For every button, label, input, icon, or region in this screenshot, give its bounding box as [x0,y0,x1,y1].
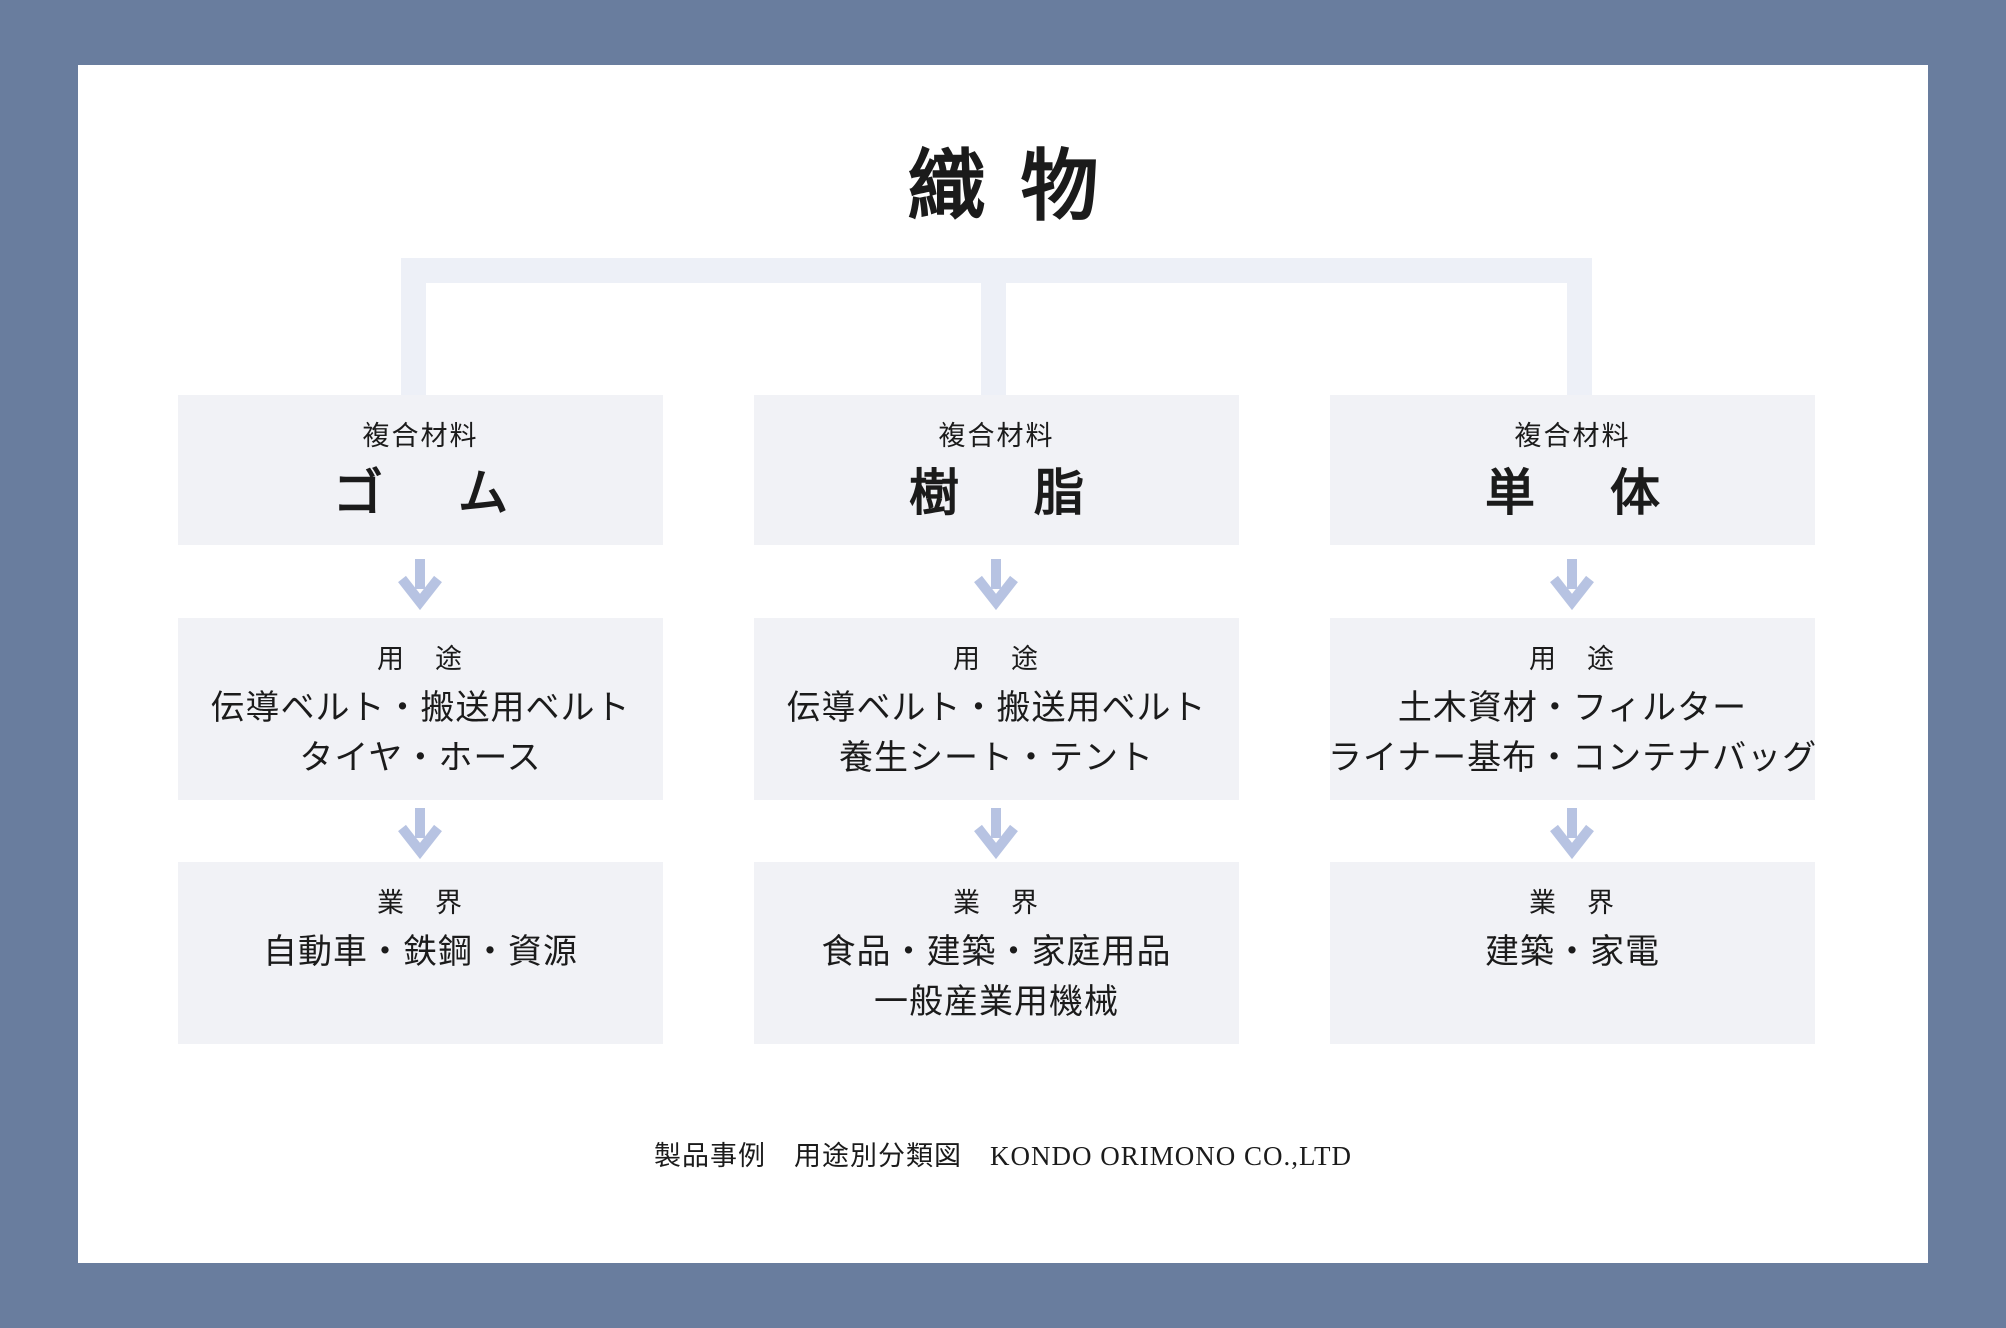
down-arrow-icon [1547,805,1597,859]
material-sublabel: 複合材料 [938,421,1055,451]
industry-line: 自動車・鉄鋼・資源 [263,934,578,971]
industry-label: 業 界 [1529,888,1616,918]
usage-label: 用 途 [1529,644,1616,674]
diagram-title: 織物 [907,143,1134,230]
diagram-card: 織物 複合材料 ゴ ム 用 途 伝導ベルト・搬送用ベルト タイヤ・ホース 業 界… [78,65,1928,1263]
usage-line: タイヤ・ホース [299,740,542,777]
industry-line: 一般産業用機械 [874,984,1119,1021]
usage-line: 伝導ベルト・搬送用ベルト [786,690,1207,727]
material-box-resin: 複合材料 樹 脂 [754,395,1239,545]
usage-box-rubber: 用 途 伝導ベルト・搬送用ベルト タイヤ・ホース [178,618,663,800]
material-box-rubber: 複合材料 ゴ ム [178,395,663,545]
industry-line: 建築・家電 [1485,934,1660,971]
industry-box-rubber: 業 界 自動車・鉄鋼・資源 [178,862,663,1044]
down-arrow-icon [1547,556,1597,610]
down-arrow-icon [971,556,1021,610]
material-box-single: 複合材料 単 体 [1330,395,1815,545]
usage-line: ライナー基布・コンテナバッグ [1327,740,1818,777]
material-name: ゴ ム [333,465,521,521]
connector-drop-left [401,258,426,395]
connector-drop-right [1567,258,1592,395]
footer-caption: 製品事例 用途別分類図 KONDO ORIMONO CO.,LTD [653,1141,1352,1171]
industry-label: 業 界 [953,888,1040,918]
industry-line: 食品・建築・家庭用品 [821,934,1172,971]
industry-box-resin: 業 界 食品・建築・家庭用品 一般産業用機械 [754,862,1239,1044]
industry-box-single: 業 界 建築・家電 [1330,862,1815,1044]
usage-line: 養生シート・テント [839,740,1154,777]
material-name: 単 体 [1485,465,1673,521]
usage-line: 伝導ベルト・搬送用ベルト [210,690,631,727]
usage-box-resin: 用 途 伝導ベルト・搬送用ベルト 養生シート・テント [754,618,1239,800]
material-sublabel: 複合材料 [1514,421,1631,451]
usage-label: 用 途 [953,644,1040,674]
industry-label: 業 界 [377,888,464,918]
usage-label: 用 途 [377,644,464,674]
material-name: 樹 脂 [909,465,1097,521]
down-arrow-icon [971,805,1021,859]
material-sublabel: 複合材料 [362,421,479,451]
down-arrow-icon [395,805,445,859]
connector-drop-middle [981,258,1006,395]
down-arrow-icon [395,556,445,610]
usage-box-single: 用 途 土木資材・フィルター ライナー基布・コンテナバッグ [1327,618,1818,800]
usage-line: 土木資材・フィルター [1397,690,1748,727]
